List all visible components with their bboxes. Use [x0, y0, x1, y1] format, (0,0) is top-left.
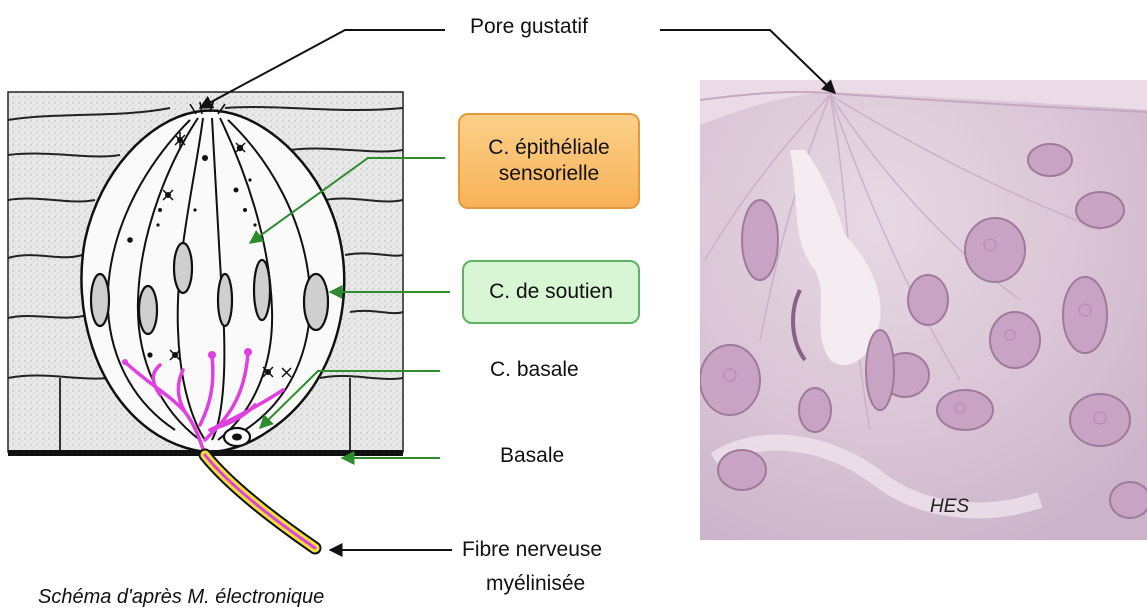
label-fibre-line2: myélinisée — [486, 572, 585, 596]
label-support-cell: C. de soutien — [462, 260, 640, 324]
label-basale: Basale — [500, 444, 564, 468]
label-fibre-line1: Fibre nerveuse — [462, 538, 602, 562]
histology-stain-label: HES — [930, 496, 969, 518]
label-epithelial-line2: sensorielle — [499, 161, 599, 187]
label-support-text: C. de soutien — [489, 279, 613, 305]
label-epithelial-line1: C. épithéliale — [488, 135, 609, 161]
diagram-caption: Schéma d'après M. électronique — [38, 586, 324, 609]
label-epithelial-sensory-cell: C. épithéliale sensorielle — [458, 113, 640, 209]
histology-photo — [700, 80, 1147, 540]
myelinated-fibre — [205, 455, 315, 548]
label-pore-gustatif: Pore gustatif — [470, 15, 588, 39]
label-basal-cell: C. basale — [490, 358, 579, 382]
